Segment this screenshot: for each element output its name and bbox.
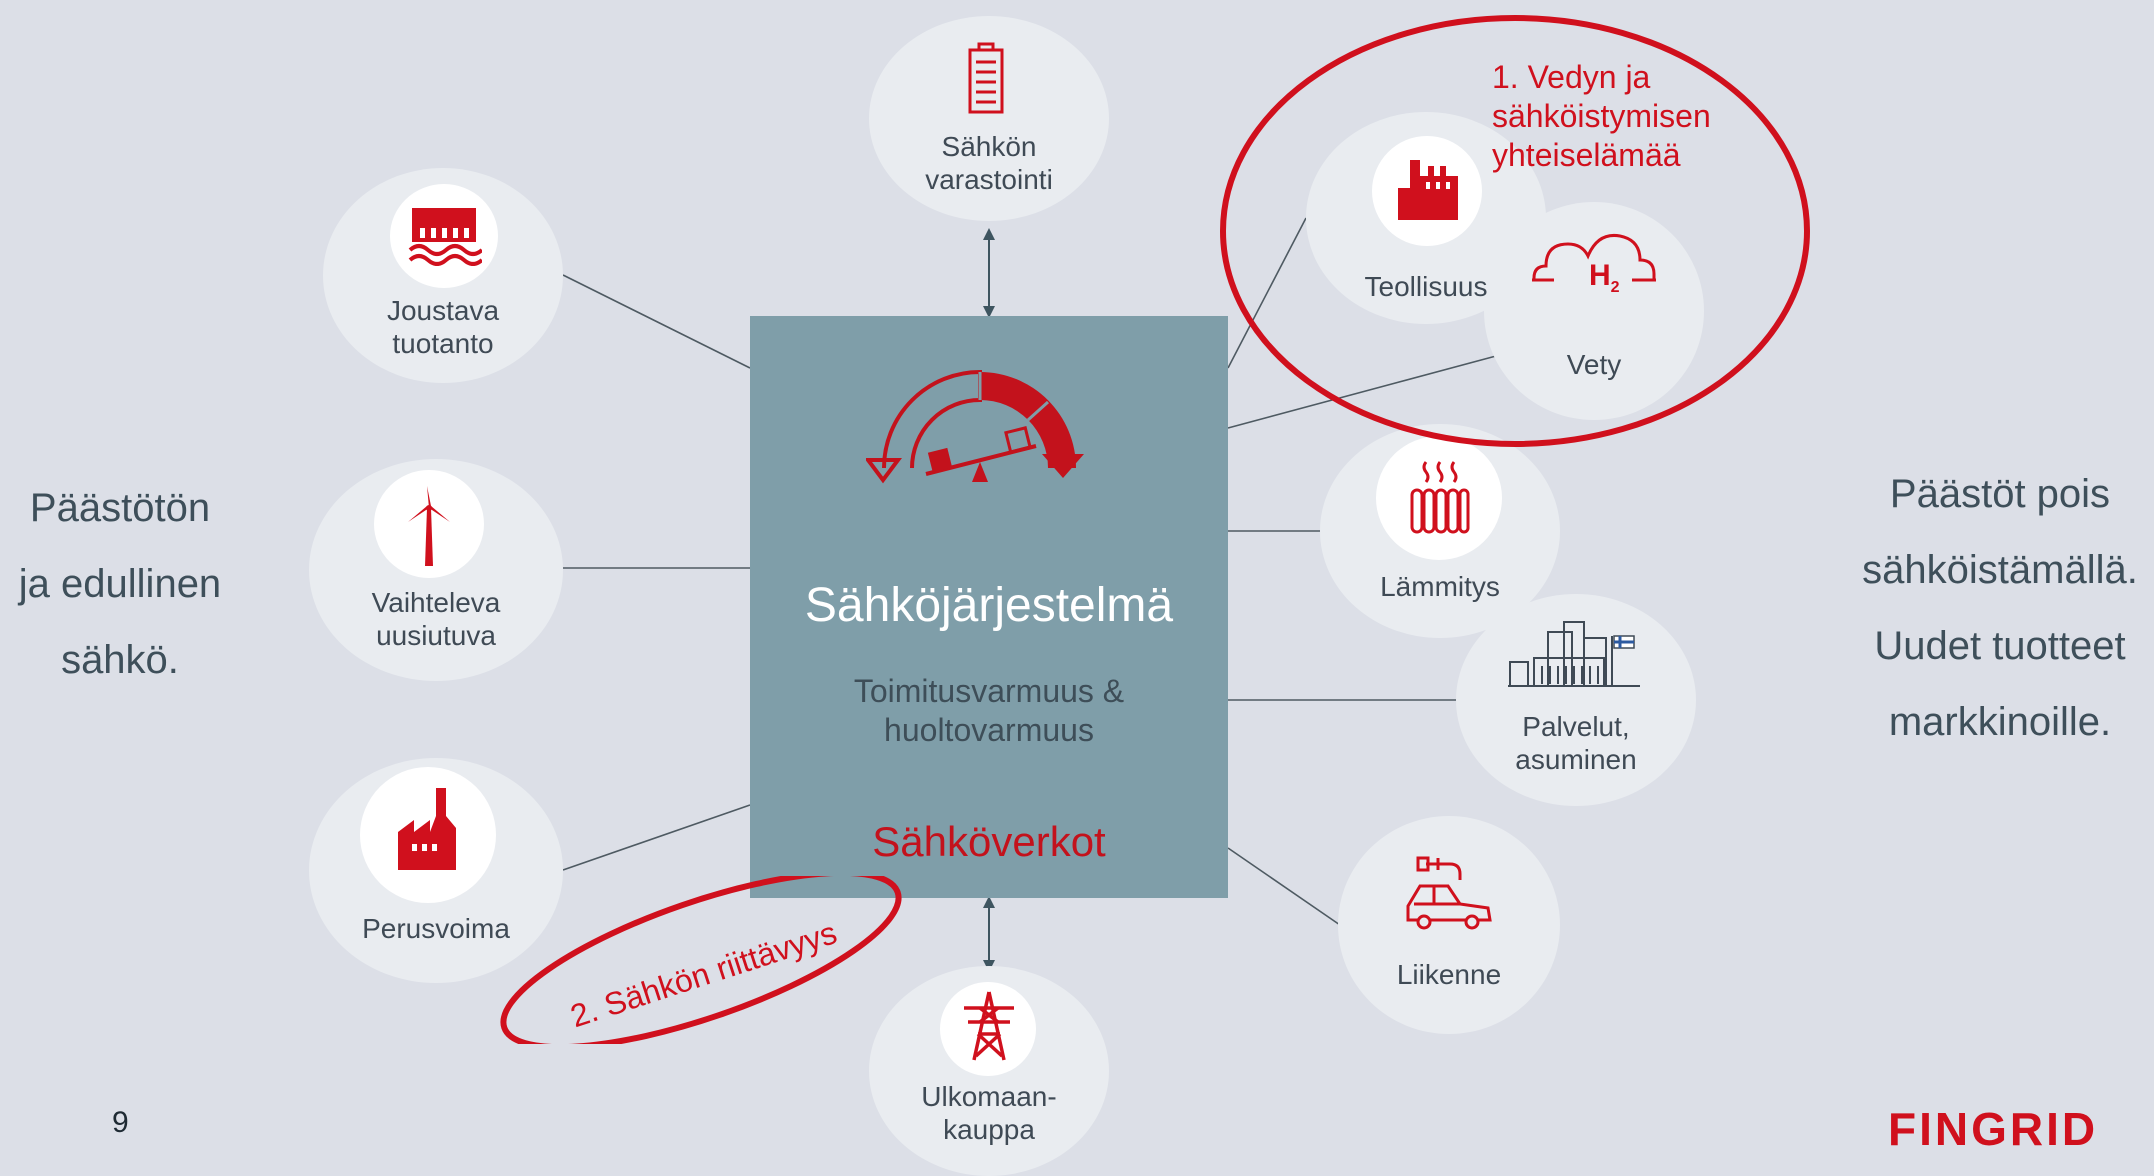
- label-traffic: Liikenne: [1396, 959, 1502, 990]
- factory-icon: [398, 788, 456, 870]
- label-storage: Sähkön varastointi: [925, 131, 1053, 195]
- connector-traffic: [1227, 847, 1341, 926]
- label-hydrogen: Vety: [1566, 349, 1622, 380]
- connector-hydrogen: [1227, 355, 1497, 429]
- balance-gauge-icon: [866, 369, 1084, 484]
- buildings-icon: [1508, 621, 1640, 687]
- label-heating: Lämmitys: [1380, 571, 1500, 602]
- center-title: Sähköjärjestelmä: [804, 579, 1174, 632]
- label-industry: Teollisuus: [1364, 271, 1488, 302]
- annotation-ellipse-2: [500, 876, 902, 1044]
- wind-turbine-icon: [408, 486, 450, 566]
- hydrogen-cloud-icon: [1532, 233, 1656, 282]
- connector-industry: [1227, 217, 1307, 369]
- left-statement: Päästötön ja edullinen sähkö.: [18, 486, 222, 682]
- connector-baseload: [562, 804, 751, 871]
- label-services: Palvelut, asuminen: [1515, 711, 1637, 775]
- right-statement: Päästöt pois sähköistämällä. Uudet tuott…: [1862, 472, 2138, 744]
- fingrid-logo: FINGRID: [1888, 1103, 2099, 1155]
- hydrogen-formula: H2: [1589, 259, 1620, 297]
- radiator-icon: [1410, 461, 1470, 534]
- center-system-box: [750, 316, 1228, 898]
- node-hydrogen: [1484, 202, 1704, 420]
- page-number: 9: [112, 1106, 129, 1139]
- label-flexible: Joustava tuotanto: [386, 295, 500, 359]
- connector-flexible: [562, 274, 751, 369]
- battery-icon: [968, 42, 1004, 114]
- center-subtitle: Toimitusvarmuus & huoltovarmuus: [853, 673, 1125, 748]
- hydro-plant-icon: [408, 208, 482, 266]
- industry-icon: [1398, 160, 1458, 220]
- label-variable: Vaihteleva uusiutuva: [371, 587, 501, 651]
- hydrogen-formula-subscript: 2: [1610, 279, 1620, 296]
- node-traffic: [1338, 816, 1560, 1034]
- transmission-tower-icon: [964, 991, 1014, 1061]
- annotation-hydrogen-electrification: 1. Vedyn ja sähköistymisen yhteiselämää: [1492, 59, 1711, 173]
- hydrogen-formula-h: H: [1589, 259, 1611, 292]
- node-services: [1456, 594, 1696, 806]
- center-grid-label: Sähköverkot: [872, 818, 1106, 865]
- label-baseload: Perusvoima: [362, 913, 510, 944]
- icon-disc-heating: [1376, 436, 1502, 560]
- label-foreign: Ulkomaan- kauppa: [921, 1081, 1057, 1145]
- electric-car-icon: [1406, 856, 1492, 930]
- annotation-ellipse-1: [1220, 15, 1810, 447]
